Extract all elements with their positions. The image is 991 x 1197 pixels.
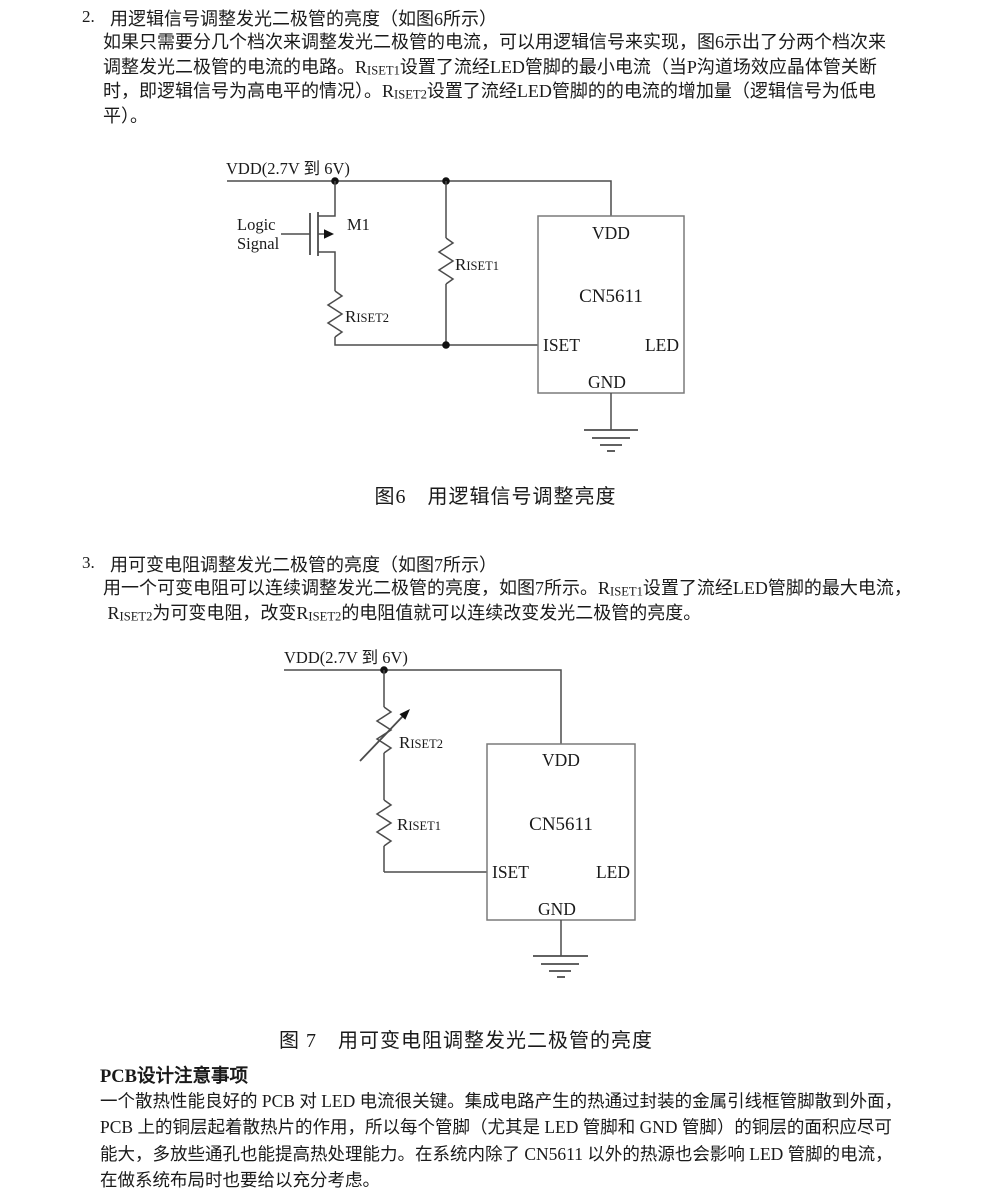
section-3-number: 3. — [82, 553, 95, 572]
fig7-riset2-arrow-head — [399, 709, 410, 720]
text-line: 平）。 — [103, 105, 148, 126]
section-2-title: 用逻辑信号调整发光二极管的亮度（如图6所示） — [110, 9, 497, 29]
fig6-pin-vdd: VDD — [592, 223, 630, 243]
section-2-body: 如果只需要分几个档次来调整发光二极管的电流，可以用逻辑信号来实现，图6示出了分两… — [103, 30, 923, 128]
fig7-pin-iset: ISET — [492, 862, 529, 882]
fig6-mosfet-drain-lead — [318, 251, 336, 291]
fig7-pin-led: LED — [596, 862, 630, 882]
section-3-title: 用可变电阻调整发光二极管的亮度（如图7所示） — [110, 555, 497, 575]
fig7-pin-gnd: GND — [538, 899, 576, 919]
pcb-notes-heading: PCB设计注意事项 — [100, 1067, 249, 1087]
fig7-supply-label: VDD(2.7V 到 6V) — [284, 648, 408, 667]
subscript-text: ISET1 — [367, 63, 400, 78]
section-3-body: 用一个可变电阻可以连续调整发光二极管的亮度，如图7所示。RISET1设置了流经L… — [103, 576, 943, 625]
fig6-mosfet-label: M1 — [347, 215, 370, 234]
fig7-pin-vdd: VDD — [542, 750, 580, 770]
fig7-riset1-resistor — [375, 799, 393, 847]
text-line: 如果只需要分几个档次来调整发光二极管的电流，可以用逻辑信号来实现，图6示出了分两… — [103, 32, 886, 52]
fig6-logic-label-line1: Logic — [237, 215, 276, 234]
fig6-riset2-resistor — [326, 290, 344, 338]
fig6-iset-wire — [334, 337, 538, 346]
fig6-riset2-label: RISET2 — [345, 307, 389, 326]
text-line: 一个散热性能良好的 PCB 对 LED 电流很关键。集成电路产生的热通过封装的金… — [100, 1091, 903, 1111]
fig7-riset2-label: RISET2 — [399, 733, 443, 752]
fig6-junction-dot-3 — [442, 341, 450, 349]
text-line: RISET2为可变电阻，改变RISET2的电阻值就可以连续改变发光二极管的亮度。 — [103, 602, 702, 624]
subscript-text: ISET1 — [610, 584, 643, 599]
fig6-mosfet-arrow-head — [324, 229, 334, 239]
fig6-pin-led: LED — [645, 335, 679, 355]
fig6-logic-label-line2: Signal — [237, 234, 280, 253]
subscript-text: ISET2 — [119, 609, 153, 624]
fig6-mosfet-source-lead — [318, 181, 336, 217]
fig7-vdd-rail-wire — [284, 669, 562, 744]
subscript-text: ISET2 — [394, 87, 427, 102]
section-2-number: 2. — [82, 7, 95, 26]
figure-6-schematic: VDD(2.7V 到 6V) Logic Signal M1 RISET2 RI… — [226, 159, 685, 452]
fig7-riset1-label: RISET1 — [397, 815, 441, 834]
fig6-riset1-label: RISET1 — [455, 255, 499, 274]
figure-7-caption: 图 7 用可变电阻调整发光二极管的亮度 — [279, 1030, 653, 1052]
figure-6-caption: 图6 用逻辑信号调整亮度 — [374, 486, 617, 508]
text-line: 在做系统布局时也要给以充分考虑。 — [100, 1170, 380, 1191]
text-line: PCB 上的铜层起着散热片的作用，所以每个管脚（尤其是 LED 管脚和 GND … — [100, 1117, 892, 1138]
fig6-pin-gnd: GND — [588, 372, 626, 392]
fig7-riset2-resistor — [375, 706, 393, 754]
fig6-chip-name: CN5611 — [579, 286, 643, 307]
fig6-supply-label: VDD(2.7V 到 6V) — [226, 159, 350, 178]
text-line: 时，即逻辑信号为高电平的情况）。RISET2设置了流经LED管脚的的电流的增加量… — [103, 81, 876, 102]
fig7-riset2-arrow-shaft — [359, 715, 404, 762]
fig6-riset1-resistor — [437, 237, 455, 285]
fig7-chip-name: CN5611 — [529, 814, 593, 835]
text-line: 用一个可变电阻可以连续调整发光二极管的亮度，如图7所示。RISET1设置了流经L… — [103, 578, 912, 599]
figure-7-schematic: VDD(2.7V 到 6V) RISET2 RISET1 VDD CN5611 … — [284, 648, 636, 978]
text-line: 能大，多放些通孔也能提高热处理能力。在系统内除了 CN5611 以外的热源也会影… — [100, 1143, 893, 1164]
fig6-pin-iset: ISET — [543, 335, 580, 355]
text-line: 调整发光二极管的电流的电路。RISET1设置了流经LED管脚的最小电流（当P沟道… — [103, 56, 877, 78]
pcb-notes-paragraph: 一个散热性能良好的 PCB 对 LED 电流很关键。集成电路产生的热通过封装的金… — [100, 1088, 930, 1194]
subscript-text: ISET2 — [308, 609, 342, 624]
fig6-vdd-rail-wire — [227, 180, 612, 216]
